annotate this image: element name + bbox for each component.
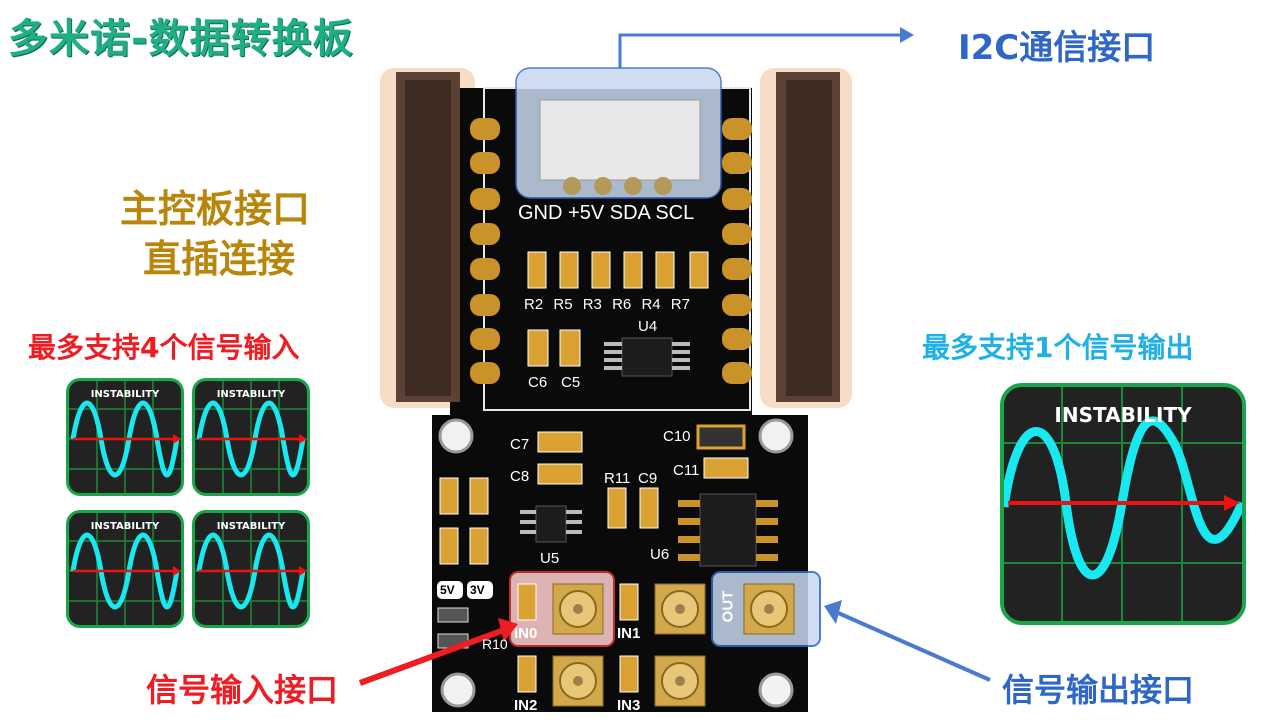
resistor-label: R3 [582, 296, 602, 313]
input-scope-2: INSTABILITY [192, 378, 310, 496]
res-label-r10: R10 [482, 636, 508, 652]
scope-graphic [1004, 387, 1242, 621]
resistor-label: R4 [641, 296, 661, 313]
port-label-in3: IN3 [617, 697, 641, 714]
resistor-label: R7 [670, 296, 690, 313]
chip-label-u6: U6 [650, 546, 670, 563]
cap-label-c9: C9 [638, 470, 658, 487]
scope-graphic [195, 513, 307, 625]
resistor-label: R5 [553, 296, 573, 313]
port-label-in2: IN2 [514, 697, 538, 714]
pin-label-scl: SCL [655, 202, 695, 224]
scope-graphic [69, 381, 181, 493]
input-scope-3: INSTABILITY [66, 510, 184, 628]
input-port-label: 信号输入接口 [146, 671, 339, 709]
scope-title: INSTABILITY [216, 389, 286, 400]
input-scope-4: INSTABILITY [192, 510, 310, 628]
outputs-label: 最多支持1个信号输出 [922, 331, 1194, 364]
chip-label-u4: U4 [638, 318, 658, 335]
scope-title: INSTABILITY [90, 521, 160, 532]
jumper-label-3v: 3V [470, 583, 485, 597]
resistor-label: R2 [524, 296, 544, 313]
scope-title: INSTABILITY [216, 521, 286, 532]
cap-label-c8: C8 [510, 468, 530, 485]
scope-title: INSTABILITY [90, 389, 160, 400]
pin-label-gnd: GND [518, 202, 563, 224]
scope-graphic [69, 513, 181, 625]
cap-label-c11: C11 [673, 462, 700, 479]
inputs-label: 最多支持4个信号输入 [28, 331, 300, 364]
main-board-label-line2: 直插连接 [143, 237, 296, 281]
resistor-labels: R2 R5 R3 R6 R4 R7 [524, 296, 690, 313]
scope-title: INSTABILITY [1054, 403, 1192, 427]
port-label-out: OUT [719, 590, 737, 623]
cap-label-c6: C6 [528, 374, 548, 391]
output-scope: INSTABILITY [1000, 383, 1246, 625]
port-label-in0: IN0 [514, 625, 538, 642]
scope-graphic [195, 381, 307, 493]
page-title: 多米诺-数据转换板 [8, 16, 354, 62]
port-label-in1: IN1 [617, 625, 641, 642]
cap-label-c7: C7 [510, 436, 530, 453]
pin-label-5v: +5V [568, 202, 605, 224]
jumper-label-5v: 5V [440, 583, 455, 597]
input-scope-1: INSTABILITY [66, 378, 184, 496]
pin-labels: GND +5V SDA SCL [518, 202, 694, 225]
pin-label-sda: SDA [609, 202, 650, 224]
chip-label-u5: U5 [540, 550, 560, 567]
cap-label-c10: C10 [663, 428, 691, 445]
main-board-label-line1: 主控板接口 [120, 187, 311, 231]
output-port-label: 信号输出接口 [1002, 671, 1195, 709]
cap-label-c5: C5 [561, 374, 581, 391]
resistor-label: R6 [612, 296, 632, 313]
res-label-r11: R11 [604, 470, 631, 487]
i2c-label: I2C通信接口 [958, 28, 1156, 68]
